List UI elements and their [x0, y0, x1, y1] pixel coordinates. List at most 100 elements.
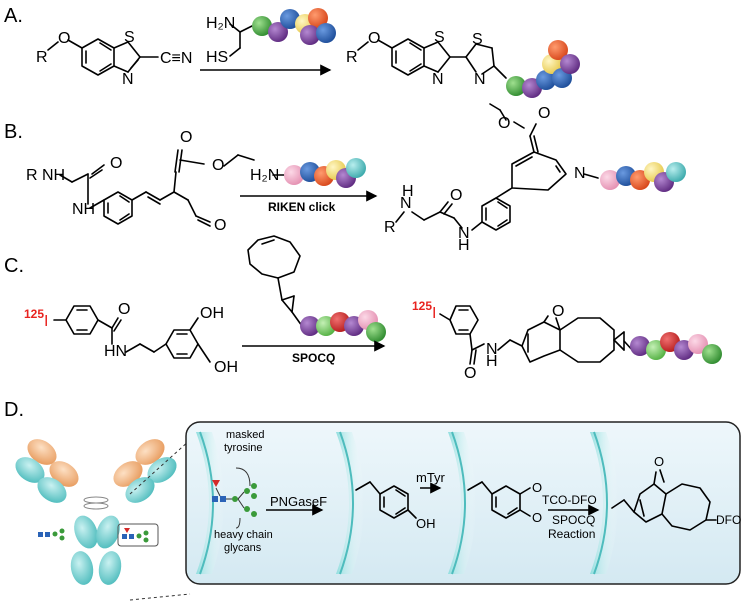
section-b-product-nh: N	[400, 195, 412, 212]
tyrosine-oh: OH	[416, 516, 436, 531]
section-b-reagent-nh2: H₂N	[250, 167, 279, 184]
section-a-product-n2: N	[474, 71, 486, 88]
step3-bot: Reaction	[548, 527, 595, 541]
bead	[284, 165, 304, 185]
section-d-label: D.	[4, 399, 24, 421]
section-b-nh-left: NH	[42, 167, 65, 184]
section-d-panel	[185, 421, 741, 585]
section-a-product-peptide	[506, 40, 580, 98]
fc-domain	[70, 551, 94, 585]
section-c-product-peptide	[630, 332, 722, 364]
glycan-detail	[212, 467, 257, 529]
bead	[560, 54, 580, 74]
section-b-o-aldehyde: O	[214, 217, 226, 234]
section-a-atom-o: O	[58, 30, 70, 47]
section-c-reagent-peptide	[300, 310, 386, 342]
section-a-product-o: O	[368, 30, 380, 47]
section-c-isotope: 125	[24, 307, 44, 321]
fc-domain	[98, 551, 122, 585]
bead	[268, 22, 288, 42]
glycan-right	[122, 528, 149, 543]
section-a-substituent: R	[36, 49, 48, 66]
section-b-product-nh2: N	[458, 225, 470, 242]
section-c-reactant	[53, 305, 211, 363]
fc-domain	[96, 515, 120, 549]
quinone-o1: O	[532, 480, 542, 495]
section-a-product-s2: S	[472, 31, 483, 48]
section-b-substituent: R	[26, 167, 38, 184]
heavy-chain	[37, 477, 67, 503]
light-chain	[27, 439, 57, 465]
section-a-product	[357, 38, 507, 79]
heavy-chain	[125, 477, 155, 503]
final-structure	[611, 469, 717, 531]
heavy-chain	[15, 457, 45, 483]
section-b-product-peptide	[600, 162, 686, 192]
final-o-bridge: O	[654, 454, 664, 469]
section-a-product-s1: S	[434, 29, 445, 46]
antibody	[15, 439, 177, 585]
quinone-o2: O	[532, 510, 542, 525]
panel-wall	[448, 432, 476, 574]
section-c-reaction: SPOCQ	[292, 351, 335, 365]
light-chain	[135, 439, 165, 465]
section-a-product-n1: N	[432, 71, 444, 88]
section-a-nitrile: C≡N	[160, 50, 192, 67]
section-c-product-o-bridge: O	[552, 303, 564, 320]
glycan-left	[38, 528, 65, 541]
section-c-product-h: H	[486, 353, 498, 370]
step2-label: mTyr	[416, 470, 446, 485]
section-c-hn: HN	[104, 343, 127, 360]
section-b-product-o-ester2: O	[538, 105, 550, 122]
bead	[346, 158, 366, 178]
section-a-reactant	[47, 38, 159, 76]
bead	[300, 25, 320, 45]
step1-label: PNGaseF	[270, 494, 327, 509]
section-c-product-isotope: 125	[412, 299, 432, 313]
bead	[548, 40, 568, 60]
section-c-oh1: OH	[200, 305, 224, 322]
section-b-product-r: R	[384, 219, 396, 236]
tyrosine-structure	[355, 481, 417, 519]
section-c-label: C.	[4, 255, 24, 277]
glycans-line1: heavy chain	[214, 529, 273, 541]
section-b-label: B.	[4, 121, 23, 143]
section-b-o-ester: O	[180, 129, 192, 146]
bead	[536, 70, 556, 90]
section-c-product-hn: N	[486, 341, 498, 358]
masked-tyrosine-line1: masked	[226, 429, 265, 441]
section-a-label: A.	[4, 5, 23, 27]
section-b-o-ester2: O	[212, 157, 224, 174]
bead	[252, 16, 272, 36]
section-b-reactant	[59, 149, 255, 227]
heavy-chain	[147, 457, 177, 483]
zoom-box	[117, 523, 159, 547]
bead	[366, 322, 386, 342]
section-c-product-o: O	[464, 365, 476, 382]
section-a-reagent-sh: HS	[206, 49, 228, 66]
step3-top: TCO-DFO	[542, 493, 597, 507]
section-b-product	[395, 103, 599, 231]
section-a-atom-n: N	[122, 71, 134, 88]
section-c-product	[439, 305, 635, 365]
bead	[666, 162, 686, 182]
bead	[688, 334, 708, 354]
section-a-reagent-chain	[229, 23, 253, 57]
section-c-iodine: I	[44, 313, 48, 330]
zoom-line-bottom	[129, 593, 191, 601]
step3-mid: SPOCQ	[552, 513, 595, 527]
final-dfo: DFO	[716, 513, 741, 527]
quinone-structure	[467, 481, 531, 519]
section-c-o-amide: O	[118, 301, 130, 318]
section-c-reagent	[247, 235, 303, 327]
section-b-o-carbonyl: O	[110, 155, 122, 172]
section-a-product-r: R	[346, 49, 358, 66]
bead	[630, 336, 650, 356]
panel-wall	[196, 432, 224, 574]
section-b-product-h: H	[402, 183, 414, 200]
panel-wall	[590, 432, 618, 574]
section-b-reagent-peptide	[284, 158, 366, 188]
section-c-oh2: OH	[214, 359, 238, 376]
section-b-product-o-ester: O	[498, 115, 510, 132]
section-b-amide-nh: NH	[72, 201, 95, 218]
